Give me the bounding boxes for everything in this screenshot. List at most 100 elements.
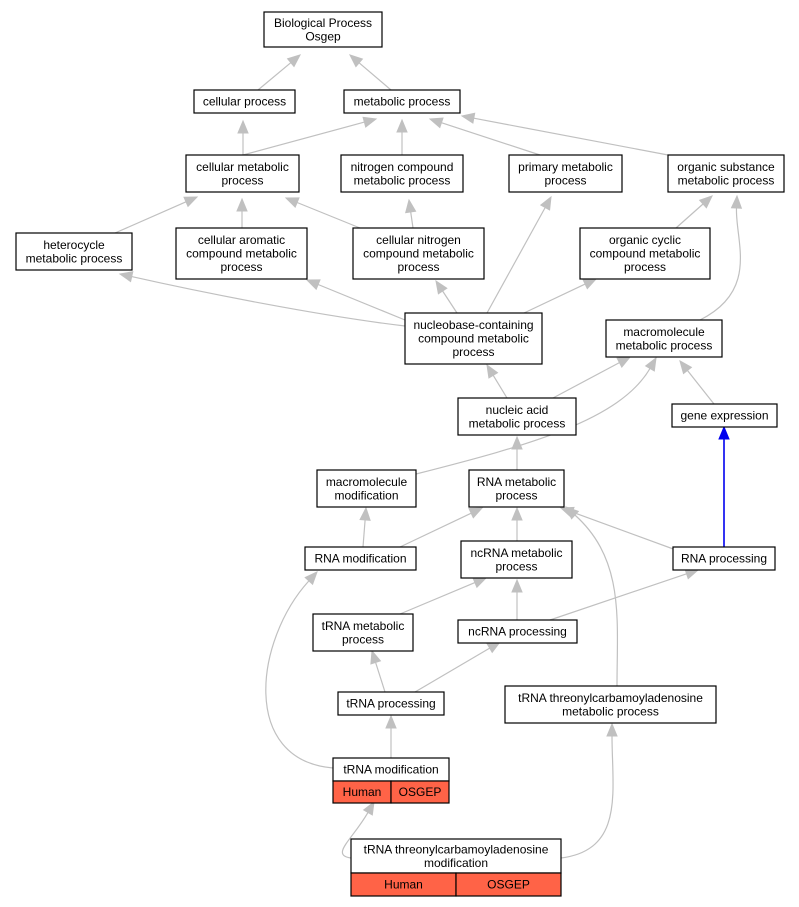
node-box: [504, 685, 717, 724]
arrowhead-icon: [237, 119, 249, 134]
node-label: process: [342, 632, 384, 646]
node-label: process: [220, 260, 262, 274]
node-trna-threonylcarbamoyladenosine-modification[interactable]: tRNA threonylcarbamoyladenosinemodificat…: [350, 838, 562, 897]
node-box: [457, 619, 578, 644]
edge-cellular-metabolic-process-to-cellular-process: [237, 119, 249, 155]
edge-line: [362, 519, 366, 548]
node-cellular-process[interactable]: cellular process: [193, 89, 296, 114]
node-label: RNA metabolic: [477, 475, 556, 489]
node-box: [312, 613, 414, 652]
arrowhead-icon: [362, 800, 375, 816]
gene-label: OSGEP: [487, 878, 530, 892]
edge-gene-expression-to-macromolecule-metabolic-process: [679, 359, 715, 405]
edge-line: [341, 812, 369, 859]
node-label: tRNA threonylcarbamoyladenosine: [518, 691, 703, 705]
node-rna-modification[interactable]: RNA modification: [304, 546, 417, 571]
node-label: metabolic process: [678, 173, 775, 187]
species-label: Human: [343, 785, 382, 799]
edge-trna-threonylcarbamoyladenosine-modification-to-trna-threonylcarbamoyladenosine-metabolic-process: [560, 722, 618, 859]
node-box: [340, 154, 464, 193]
edge-line: [492, 374, 508, 399]
node-label: nucleobase-containing: [413, 318, 533, 332]
edge-line: [675, 203, 704, 229]
edge-line: [114, 201, 187, 234]
node-label: cellular aromatic: [198, 233, 285, 247]
arrowhead-icon: [718, 425, 730, 440]
arrowhead-icon: [236, 197, 248, 212]
node-label: RNA modification: [314, 552, 406, 566]
edge-line: [441, 122, 541, 156]
node-rna-processing[interactable]: RNA processing: [672, 546, 776, 571]
edge-organic-cyclic-compound-metabolic-process-to-organic-substance-metabolic-process: [675, 195, 713, 229]
node-box: [671, 403, 778, 428]
edge-nucleobase-containing-compound-metabolic-process-to-heterocycle-metabolic-process: [118, 271, 406, 327]
arrowhead-icon: [428, 117, 444, 129]
node-label: cellular process: [203, 95, 286, 109]
node-label: ncRNA processing: [468, 625, 567, 639]
edge-nucleobase-containing-compound-metabolic-process-to-primary-metabolic-process: [486, 195, 552, 314]
node-label: metabolic process: [26, 251, 123, 265]
arrowhead-icon: [511, 435, 523, 450]
edge-ncrna-metabolic-process-to-rna-metabolic-process: [511, 506, 523, 541]
node-box: [263, 11, 383, 48]
arrowhead-icon: [511, 506, 523, 521]
node-label: process: [624, 260, 666, 274]
edge-line: [523, 283, 586, 314]
arrowhead-icon: [284, 197, 300, 208]
node-gene-expression[interactable]: gene expression: [671, 403, 778, 428]
edge-line: [296, 201, 361, 229]
node-trna-threonylcarbamoyladenosine-metabolic-process[interactable]: tRNA threonylcarbamoyladenosinemetabolic…: [504, 685, 717, 724]
arrowhead-icon: [385, 714, 397, 729]
arrowhead-icon: [472, 577, 488, 589]
arrowhead-icon: [644, 356, 657, 372]
arrowhead-icon: [304, 571, 318, 586]
node-box: [508, 154, 623, 193]
node-label: organic substance: [677, 160, 775, 174]
edge-heterocycle-metabolic-process-to-cellular-metabolic-process: [114, 196, 199, 234]
edge-nucleobase-containing-compound-metabolic-process-to-cellular-nitrogen-compound-metabolic-process: [435, 279, 458, 314]
arrowhead-icon: [606, 722, 618, 737]
arrowhead-icon: [539, 195, 552, 211]
edge-trna-threonylcarbamoyladenosine-metabolic-process-to-rna-metabolic-process: [565, 506, 619, 687]
node-label: primary metabolic: [518, 160, 613, 174]
edge-line: [552, 362, 620, 399]
node-box: [175, 227, 308, 280]
arrowhead-icon: [460, 112, 476, 124]
node-label: cellular metabolic: [196, 160, 289, 174]
node-metabolic-process[interactable]: metabolic process: [343, 89, 461, 114]
node-label: modification: [334, 488, 398, 502]
arrowhead-icon: [486, 363, 499, 379]
edge-rna-modification-to-macromolecule-modification: [359, 506, 371, 548]
node-box: [460, 540, 573, 579]
node-label: compound metabolic: [590, 247, 701, 261]
arrowhead-icon: [118, 271, 134, 283]
node-label: process: [495, 559, 537, 573]
node-label: compound metabolic: [363, 247, 474, 261]
arrowhead-icon: [305, 279, 321, 291]
edge-line: [549, 573, 687, 621]
node-trna-processing[interactable]: tRNA processing: [337, 691, 445, 716]
node-ncrna-processing[interactable]: ncRNA processing: [457, 619, 578, 644]
node-label: modification: [424, 856, 488, 870]
arrowhead-icon: [370, 649, 382, 665]
edge-line: [574, 514, 619, 687]
